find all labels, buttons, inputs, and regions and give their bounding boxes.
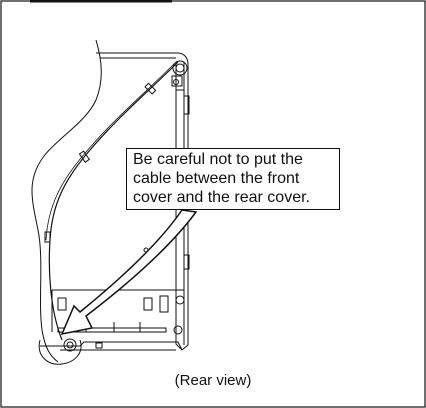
callout-line-1: Be careful not to put the	[133, 150, 333, 169]
callout-line-3: cover and the rear cover.	[133, 188, 333, 207]
cable-clip-lower	[45, 232, 50, 242]
callout-line-2: cable between the front	[133, 169, 333, 188]
cutaway-curve	[32, 40, 101, 362]
view-caption: (Rear view)	[0, 372, 426, 389]
warning-callout: Be careful not to put the cable between …	[126, 148, 340, 210]
